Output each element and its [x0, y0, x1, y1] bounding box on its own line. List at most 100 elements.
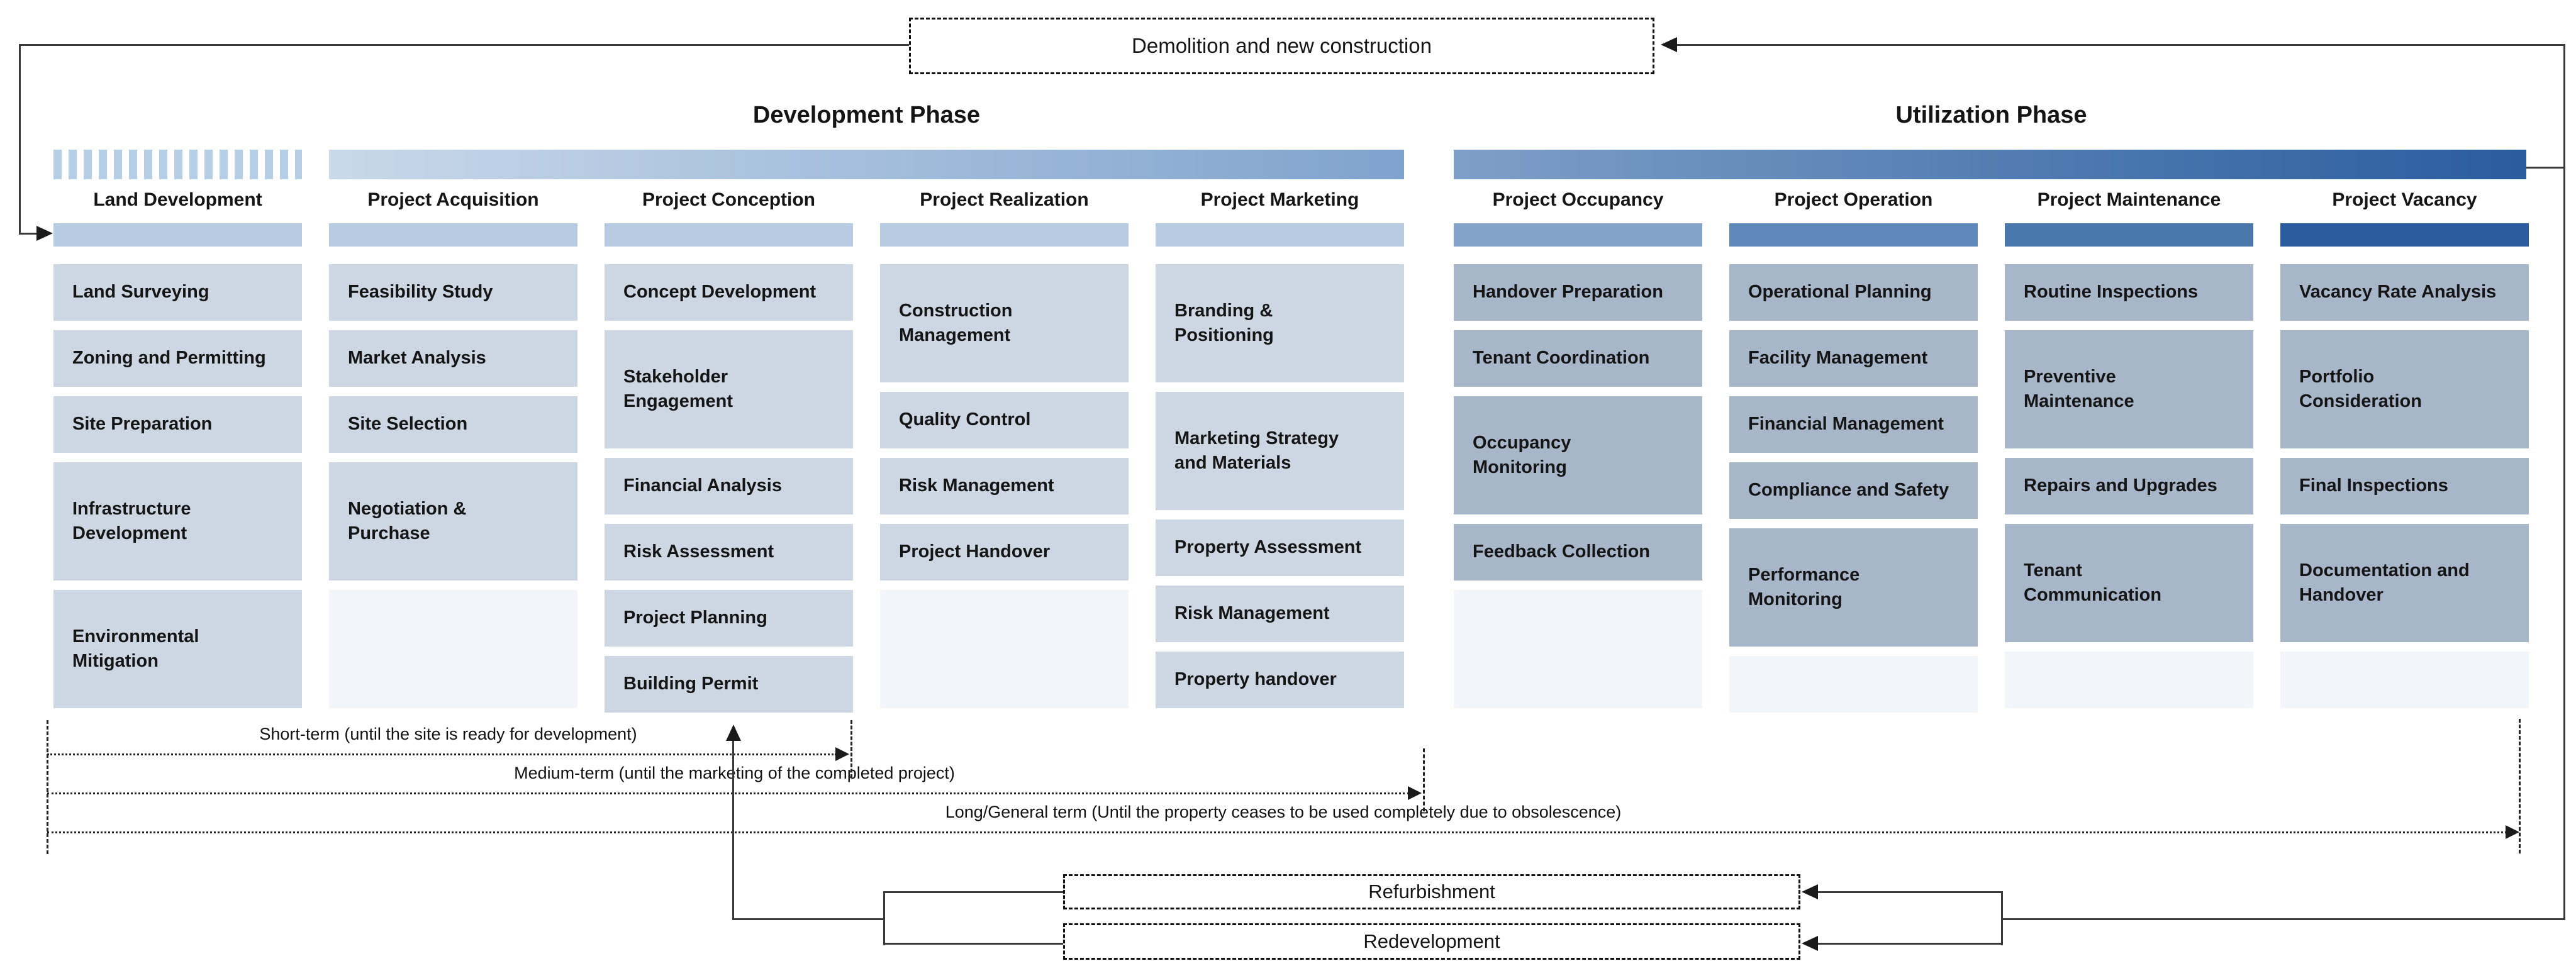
column-project-marketing: Project Marketing Branding & Positioning… — [1156, 150, 1404, 708]
development-phase-title: Development Phase — [752, 101, 981, 128]
item-feedback-collection: Feedback Collection — [1454, 524, 1702, 581]
column-project-occupancy: Project Occupancy Handover Preparation T… — [1454, 150, 1702, 708]
column-bar — [605, 223, 853, 247]
demolition-arrow-icon — [1661, 37, 1677, 52]
redevelopment-box: Redevelopment — [1063, 923, 1800, 960]
item-quality-control: Quality Control — [880, 392, 1129, 448]
empty-slot — [2005, 652, 2253, 708]
column-title: Project Occupancy — [1492, 189, 1664, 210]
refurbishment-in-line — [1818, 891, 2003, 893]
empty-slot — [1454, 590, 1702, 708]
medium-term-label: Medium-term (until the marketing of the … — [514, 764, 955, 782]
utilization-bar-connector-line — [2526, 167, 2563, 169]
long-term-end-tick — [2519, 719, 2521, 853]
column-project-conception: Project Conception Concept Development S… — [605, 150, 853, 713]
item-performance-monitoring: Performance Monitoring — [1729, 528, 1978, 647]
empty-slot — [2280, 652, 2529, 708]
item-property-handover: Property handover — [1156, 652, 1404, 708]
feedback-left-mid-line — [732, 918, 885, 920]
column-title: Project Acquisition — [367, 189, 539, 210]
short-term-label: Short-term (until the site is ready for … — [259, 725, 637, 743]
short-term-arrow-icon — [835, 747, 849, 761]
column-title: Land Development — [93, 189, 262, 210]
column-items: Routine Inspections Preventive Maintenan… — [2005, 264, 2253, 708]
refurbishment-label: Refurbishment — [1368, 881, 1495, 903]
long-term-arrow-icon — [2506, 825, 2519, 839]
medium-term-end-tick — [1423, 748, 1425, 811]
development-phase-bar — [329, 150, 1404, 179]
short-term-end-tick — [850, 720, 852, 778]
item-risk-management: Risk Management — [880, 458, 1129, 514]
item-compliance-and-safety: Compliance and Safety — [1729, 462, 1978, 519]
utilization-phase-bar — [1454, 150, 2526, 179]
column-items: Vacancy Rate Analysis Portfolio Consider… — [2280, 264, 2529, 708]
item-zoning-and-permitting: Zoning and Permitting — [53, 330, 302, 387]
item-branding-positioning: Branding & Positioning — [1156, 264, 1404, 382]
demolition-box: Demolition and new construction — [909, 18, 1654, 74]
demolition-line-right — [1676, 44, 2565, 46]
column-project-acquisition: Project Acquisition Feasibility Study Ma… — [329, 150, 577, 708]
refurbishment-in-arrow-icon — [1802, 884, 1818, 899]
item-infrastructure-development: Infrastructure Development — [53, 462, 302, 581]
column-project-maintenance: Project Maintenance Routine Inspections … — [2005, 150, 2253, 708]
item-preventive-maintenance: Preventive Maintenance — [2005, 330, 2253, 448]
refurbishment-box: Refurbishment — [1063, 874, 1800, 909]
item-facility-management: Facility Management — [1729, 330, 1978, 387]
item-financial-management: Financial Management — [1729, 396, 1978, 453]
column-items: Concept Development Stakeholder Engageme… — [605, 264, 853, 713]
feedback-right-mid-line — [2001, 918, 2563, 920]
column-land-development: Land Development Land Surveying Zoning a… — [53, 150, 302, 708]
demolition-label: Demolition and new construction — [1132, 34, 1432, 57]
land-development-entry-line — [19, 233, 38, 235]
column-bar — [53, 223, 302, 247]
item-project-planning: Project Planning — [605, 590, 853, 647]
item-risk-management: Risk Management — [1156, 586, 1404, 642]
item-market-analysis: Market Analysis — [329, 330, 577, 387]
demolition-line-left — [19, 44, 909, 46]
item-stakeholder-engagement: Stakeholder Engagement — [605, 330, 853, 448]
column-items: Construction Management Quality Control … — [880, 264, 1129, 708]
land-development-striped-bar — [53, 150, 302, 179]
column-title: Project Operation — [1774, 189, 1933, 210]
item-occupancy-monitoring: Occupancy Monitoring — [1454, 396, 1702, 514]
item-operational-planning: Operational Planning — [1729, 264, 1978, 321]
item-financial-analysis: Financial Analysis — [605, 458, 853, 514]
item-project-handover: Project Handover — [880, 524, 1129, 581]
column-title: Project Maintenance — [2037, 189, 2221, 210]
column-project-vacancy: Project Vacancy Vacancy Rate Analysis Po… — [2280, 150, 2529, 708]
timeline-start-tick — [47, 720, 48, 854]
feedback-up-line — [732, 740, 734, 920]
item-vacancy-rate-analysis: Vacancy Rate Analysis — [2280, 264, 2529, 321]
item-feasibility-study: Feasibility Study — [329, 264, 577, 321]
column-items: Branding & Positioning Marketing Strateg… — [1156, 264, 1404, 708]
empty-slot — [880, 590, 1129, 708]
item-construction-management: Construction Management — [880, 264, 1129, 382]
item-marketing-strategy-materials: Marketing Strategy and Materials — [1156, 392, 1404, 510]
column-title: Project Marketing — [1200, 189, 1359, 210]
empty-slot — [329, 590, 577, 708]
utilization-phase-title: Utilization Phase — [1895, 101, 2087, 128]
item-site-preparation: Site Preparation — [53, 396, 302, 453]
item-tenant-communication: Tenant Communication — [2005, 524, 2253, 642]
column-title: Project Conception — [642, 189, 816, 210]
column-title: Project Vacancy — [2332, 189, 2477, 210]
item-land-surveying: Land Surveying — [53, 264, 302, 321]
item-risk-assessment: Risk Assessment — [605, 524, 853, 581]
item-site-selection: Site Selection — [329, 396, 577, 453]
item-documentation-and-handover: Documentation and Handover — [2280, 524, 2529, 642]
column-project-realization: Project Realization Construction Managem… — [880, 150, 1129, 708]
redevelopment-label: Redevelopment — [1363, 930, 1500, 952]
item-tenant-coordination: Tenant Coordination — [1454, 330, 1702, 387]
right-border-line — [2563, 44, 2565, 920]
item-building-permit: Building Permit — [605, 656, 853, 713]
empty-slot — [1729, 656, 1978, 713]
column-title: Project Realization — [920, 189, 1089, 210]
column-project-operation: Project Operation Operational Planning F… — [1729, 150, 1978, 713]
column-bar — [1729, 223, 1978, 247]
column-bar — [880, 223, 1129, 247]
land-development-entry-arrow-icon — [36, 226, 53, 241]
feedback-up-arrow-icon — [726, 725, 741, 741]
long-term-label: Long/General term (Until the property ce… — [945, 803, 1622, 821]
column-bar — [329, 223, 577, 247]
